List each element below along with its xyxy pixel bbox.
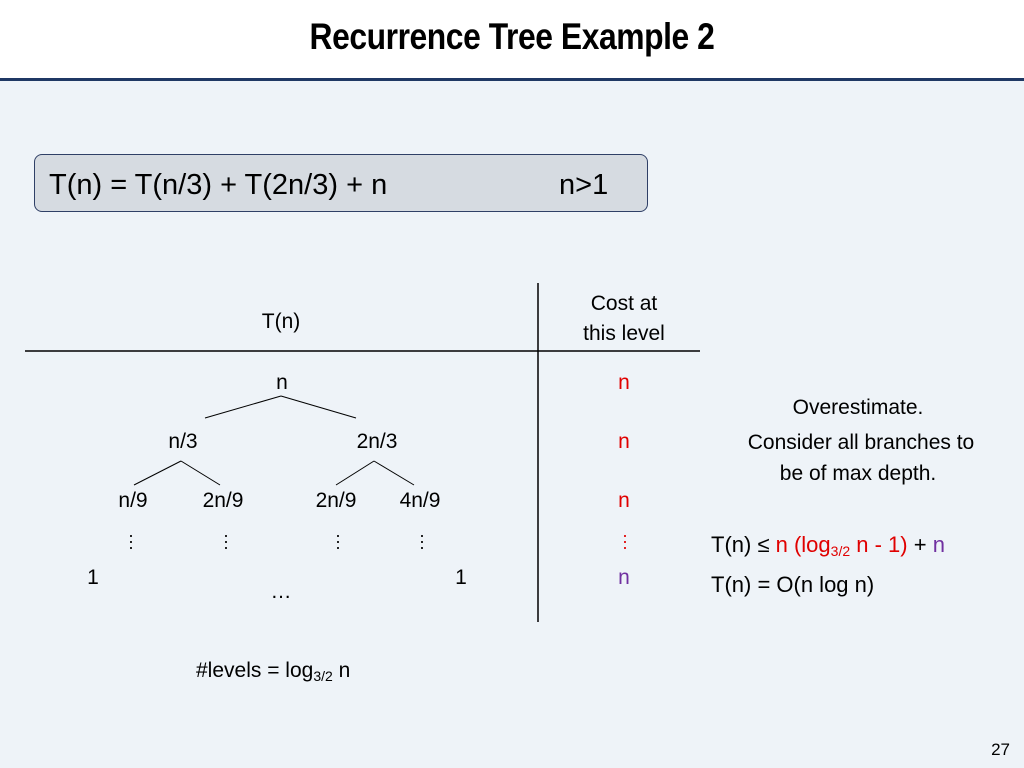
tree-node-n3: n/3 [168, 430, 198, 453]
tree-node-n9: n/9 [118, 489, 148, 512]
cost-header-line2: this level [583, 322, 665, 345]
slide-title: Recurrence Tree Example 2 [309, 16, 715, 57]
title-divider [0, 78, 1024, 81]
levels-note: #levels = log3/2 n [196, 659, 351, 684]
vertical-ellipsis: ··· [335, 525, 341, 557]
cost-level-2: n [618, 489, 630, 512]
tree-node-root: n [276, 371, 288, 394]
tree-node-2n9-a: 2n/9 [202, 489, 244, 512]
recurrence-equation: T(n) = T(n/3) + T(2n/3) + n [49, 169, 388, 201]
note-line2: Consider all branches to [747, 431, 975, 454]
cost-vertical-ellipsis: ··· [622, 525, 628, 557]
title-bar: Recurrence Tree Example 2 [0, 0, 1024, 78]
big-o-result: T(n) = O(n log n) [711, 572, 875, 597]
tree-node-2n3: 2n/3 [356, 430, 398, 453]
tree-node-2n9-b: 2n/9 [315, 489, 357, 512]
note-line3: be of max depth. [779, 462, 937, 485]
cost-last-level: n [618, 566, 630, 589]
upper-bound-expression: T(n) ≤ n (log3/2 n - 1) + n [711, 532, 945, 559]
vertical-ellipsis: ··· [128, 525, 134, 557]
leaf-ellipsis: … [270, 580, 292, 603]
cost-level-0: n [618, 371, 630, 394]
vertical-ellipsis: ··· [419, 525, 425, 557]
cost-level-1: n [618, 430, 630, 453]
tree-header: T(n) [261, 310, 301, 333]
leaf-right: 1 [455, 566, 467, 589]
recurrence-condition: n>1 [559, 169, 609, 201]
tree-node-4n9: 4n/9 [399, 489, 441, 512]
note-overestimate: Overestimate. [792, 396, 924, 419]
recurrence-box: T(n) = T(n/3) + T(2n/3) + n n>1 [34, 154, 648, 212]
page-number: 27 [991, 740, 1010, 759]
cost-header-line1: Cost at [590, 292, 658, 315]
leaf-left: 1 [87, 566, 99, 589]
vertical-ellipsis: ··· [223, 525, 229, 557]
